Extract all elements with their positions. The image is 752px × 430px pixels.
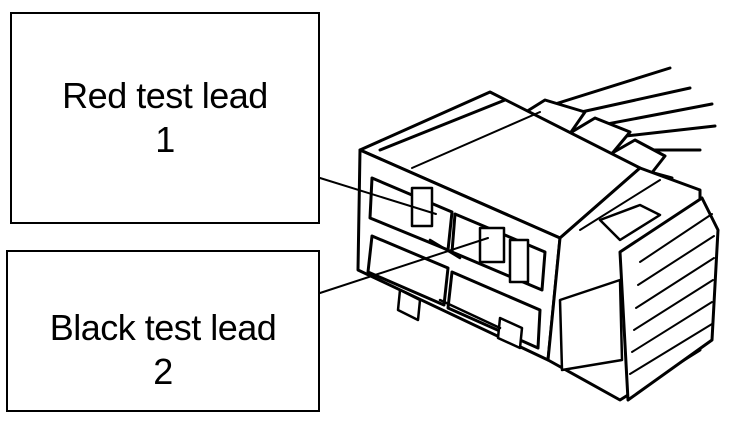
black-test-lead-title: Black test lead — [49, 307, 277, 348]
red-test-lead-number: 1 — [155, 119, 175, 160]
terminals — [396, 186, 530, 350]
black-test-lead-label: Black test lead 2 — [6, 250, 320, 412]
black-test-lead-number: 2 — [153, 351, 173, 392]
red-test-lead-label: Red test lead 1 — [10, 12, 320, 224]
leader-line-black — [319, 237, 489, 294]
red-test-lead-title: Red test lead — [62, 75, 268, 116]
latch-grip — [618, 196, 720, 402]
leader-line-red — [319, 177, 437, 215]
